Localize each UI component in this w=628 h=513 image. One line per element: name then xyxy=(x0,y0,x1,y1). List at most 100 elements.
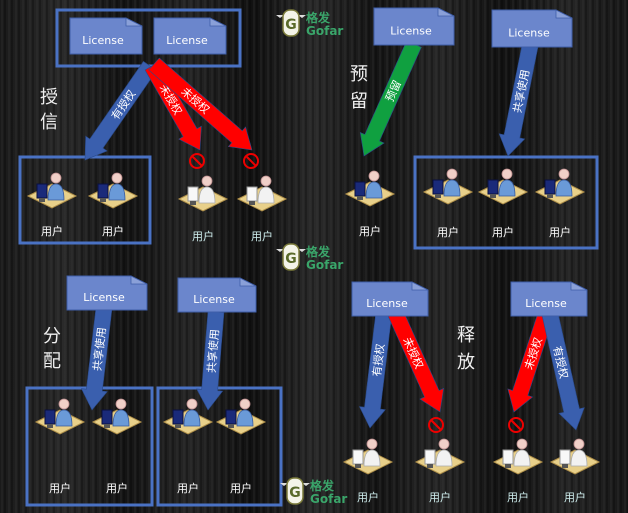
grant-title-1: 授 xyxy=(40,87,58,108)
license-document: License xyxy=(153,17,227,55)
user-authorized: 用户 xyxy=(162,398,214,495)
logo-english: Gofar xyxy=(310,492,347,506)
user-workstation-icon xyxy=(344,170,396,207)
share-user-box xyxy=(413,155,599,250)
user-label: 用户 xyxy=(549,225,571,239)
user-label: 用户 xyxy=(102,224,124,238)
license-label: License xyxy=(82,34,124,47)
license-label: License xyxy=(193,293,235,306)
user-authorized: 用户 xyxy=(477,168,529,239)
user-workstation-icon xyxy=(492,438,544,475)
license-label: License xyxy=(525,297,567,310)
user-unauthorized: 用户 xyxy=(549,438,601,504)
arrow-allocate-2: 共享使用 xyxy=(196,311,225,411)
user-authorized: 用户 xyxy=(87,172,139,238)
logo-english: Gofar xyxy=(306,24,343,38)
license-label: License xyxy=(508,27,550,40)
user-label: 用户 xyxy=(507,490,529,504)
user-workstation-icon xyxy=(34,398,86,435)
logo-letter: G xyxy=(285,251,297,267)
logo-chinese: 格发 xyxy=(310,478,335,493)
allocate-title-2: 配 xyxy=(43,351,61,372)
user-workstation-icon xyxy=(422,168,474,205)
user-label: 用户 xyxy=(49,481,71,495)
release-title-2: 放 xyxy=(457,352,475,373)
user-authorized: 用户 xyxy=(215,398,267,495)
user-label: 用户 xyxy=(106,481,128,495)
user-authorized: 用户 xyxy=(534,168,586,239)
user-unauthorized: 用户 xyxy=(342,438,394,504)
logo-letter: G xyxy=(289,485,301,501)
user-label: 用户 xyxy=(564,490,586,504)
arrow-reserve: 预留 xyxy=(359,40,422,157)
allocate-user-box-2 xyxy=(156,386,283,507)
user-label: 用户 xyxy=(41,224,63,238)
user-authorized: 用户 xyxy=(26,172,78,238)
user-workstation-icon xyxy=(162,398,214,435)
user-label: 用户 xyxy=(177,481,199,495)
arrow-allocate-1: 共享使用 xyxy=(80,306,113,411)
user-label: 用户 xyxy=(357,490,379,504)
license-document: License xyxy=(66,275,148,311)
user-workstation-icon xyxy=(477,168,529,205)
grant-title-2: 信 xyxy=(40,112,58,133)
logo-chinese: 格发 xyxy=(306,244,331,259)
license-document: License xyxy=(373,7,455,46)
user-workstation-icon xyxy=(91,398,143,435)
arrow-label: 共享使用 xyxy=(204,329,222,374)
user-authorized: 用户 xyxy=(91,398,143,495)
release-title-1: 释 xyxy=(457,325,475,346)
user-unauthorized: 用户 xyxy=(177,175,229,243)
arrow-release-left-authorized: 有授权 xyxy=(358,310,393,429)
license-document: License xyxy=(351,281,429,317)
prohibited-icon xyxy=(428,417,444,433)
license-document: License xyxy=(69,17,143,55)
user-workstation-icon xyxy=(87,172,139,209)
user-label: 用户 xyxy=(359,224,381,238)
user-unauthorized: 用户 xyxy=(236,175,288,243)
license-label: License xyxy=(366,297,408,310)
user-authorized: 用户 xyxy=(344,170,396,238)
license-document: License xyxy=(177,277,257,313)
reserve-title-2: 留 xyxy=(350,91,368,112)
user-workstation-icon xyxy=(26,172,78,209)
user-label: 用户 xyxy=(429,490,451,504)
logo-chinese: 格发 xyxy=(306,10,331,25)
user-workstation-icon xyxy=(177,175,229,212)
user-label: 用户 xyxy=(492,225,514,239)
license-label: License xyxy=(166,34,208,47)
prohibited-icon xyxy=(243,153,259,169)
user-authorized: 用户 xyxy=(34,398,86,495)
user-authorized: 用户 xyxy=(422,168,474,239)
logo-english: Gofar xyxy=(306,258,343,272)
license-document: License xyxy=(510,281,588,317)
user-workstation-icon xyxy=(549,438,601,475)
logo-letter: G xyxy=(285,17,297,33)
section-titles: 授 信 预 留 分 配 释 放 xyxy=(40,64,475,373)
user-label: 用户 xyxy=(437,225,459,239)
prohibited-icon xyxy=(189,153,205,169)
user-label: 用户 xyxy=(230,481,252,495)
prohibited-icon xyxy=(508,417,524,433)
user-workstation-icon xyxy=(534,168,586,205)
user-unauthorized: 用户 xyxy=(414,438,466,504)
user-label: 用户 xyxy=(251,229,273,243)
arrow-label: 共享使用 xyxy=(90,326,109,371)
arrow-label: 有授权 xyxy=(369,343,387,377)
arrow-share: 共享使用 xyxy=(498,44,539,157)
user-workstation-icon xyxy=(342,438,394,475)
reserve-title-1: 预 xyxy=(350,64,368,85)
group-boxes xyxy=(18,8,599,507)
license-document: License xyxy=(491,9,573,48)
license-label: License xyxy=(83,291,125,304)
license-label: License xyxy=(390,25,432,38)
user-unauthorized: 用户 xyxy=(492,438,544,504)
user-workstation-icon xyxy=(236,175,288,212)
user-workstation-icon xyxy=(414,438,466,475)
allocate-title-1: 分 xyxy=(43,326,61,347)
arrow-release-right-authorized: 有授权 xyxy=(541,311,585,431)
